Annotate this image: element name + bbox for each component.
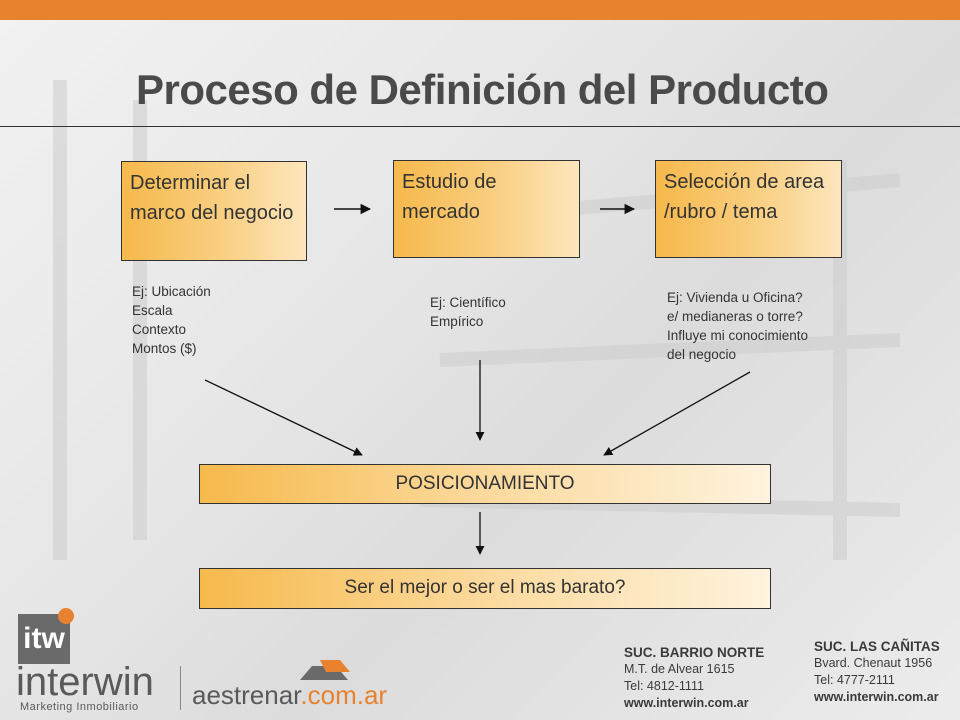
branch2-address: Bvard. Chenaut 1956 <box>814 656 933 670</box>
top-accent-bar <box>0 0 960 20</box>
branch1-phone: Tel: 4812-1111 <box>624 679 704 693</box>
logo-dot-icon <box>58 608 74 624</box>
brand-name: interwin <box>16 660 154 704</box>
title-divider <box>0 126 960 127</box>
arrow-marco-to-posicionamiento <box>204 379 363 456</box>
partner-logo: aestrenar.com.ar <box>192 680 387 711</box>
branch2-web: www.interwin.com.ar <box>814 690 939 704</box>
branch1-name: SUC. BARRIO NORTE <box>624 645 765 660</box>
box-seleccion-area: Selección de area /rubro / tema <box>655 160 842 258</box>
branch2-phone: Tel: 4777-2111 <box>814 673 895 687</box>
note-seleccion: Ej: Vivienda u Oficina? e/ medianeras o … <box>667 290 809 362</box>
box-posicionamiento: POSICIONAMIENTO <box>199 464 771 504</box>
footer-divider <box>180 666 181 710</box>
footer: itw interwin Marketing Inmobiliario aest… <box>0 600 960 720</box>
page-title: Proceso de Definición del Producto <box>136 66 829 113</box>
note-estudio: Ej: Científico Empírico <box>430 295 506 329</box>
box-estudio-mercado: Estudio de mercado <box>393 160 580 258</box>
box-pregunta: Ser el mejor o ser el mas barato? <box>199 568 771 609</box>
branch1-web: www.interwin.com.ar <box>624 696 749 710</box>
branch1-address: M.T. de Alvear 1615 <box>624 662 735 676</box>
branch2-name: SUC. LAS CAÑITAS <box>814 639 940 654</box>
branch-las-canitas: SUC. LAS CAÑITAS Bvard. Chenaut 1956 Tel… <box>814 638 940 706</box>
car-icon <box>300 660 350 680</box>
partner-logo-right: .com.ar <box>300 680 388 710</box>
box-marco-negocio: Determinar el marco del negocio <box>121 161 307 261</box>
partner-logo-left: aestrenar <box>192 680 301 710</box>
brand-subtitle: Marketing Inmobiliario <box>20 701 139 713</box>
arrow-seleccion-to-posicionamiento <box>603 371 751 456</box>
branch-barrio-norte: SUC. BARRIO NORTE M.T. de Alvear 1615 Te… <box>624 644 764 712</box>
note-marco: Ej: Ubicación Escala Contexto Montos ($) <box>132 284 211 356</box>
